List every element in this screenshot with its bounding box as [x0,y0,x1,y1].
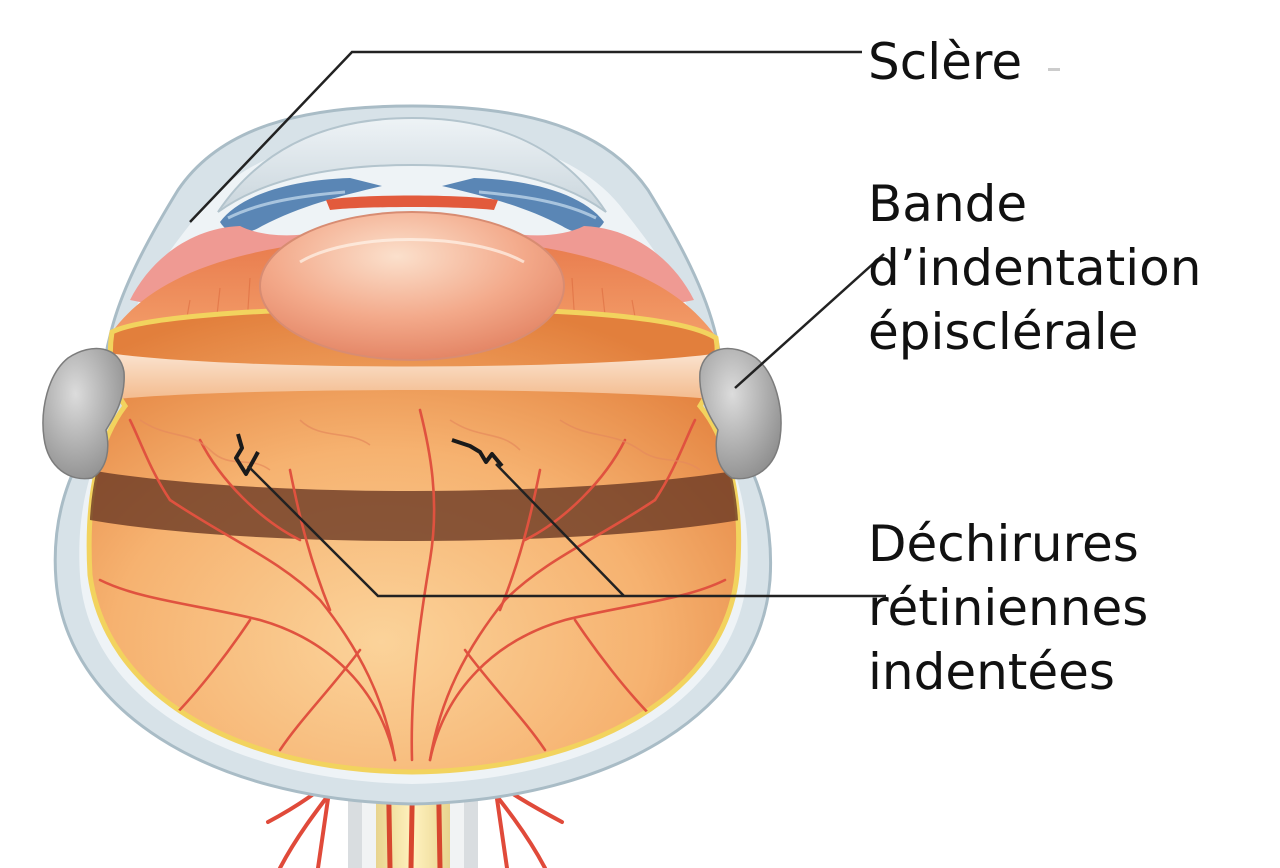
label-buckle-band-line-2: d’indentation [868,239,1202,297]
leader-line-tear-left [247,465,886,598]
leader-line-tear-right [495,463,625,597]
label-buckle-band-line-3: épisclérale [868,303,1139,361]
label-retinal-tears-line-3: indentées [868,643,1115,701]
label-buckle-band: Bande d’indentation épisclérale [868,172,1201,364]
label-buckle-band-line-1: Bande [868,175,1028,233]
lens [259,211,565,361]
buckle-ridge [90,350,739,402]
buckle-band-left [42,347,125,480]
leader-line-band [734,253,885,389]
retinal-tear-right [451,438,504,468]
leader-line-sclera [189,50,862,223]
label-retinal-tears: Déchirures rétiniennes indentées [868,512,1148,704]
leader-lines [189,50,886,598]
label-retinal-tears-line-1: Déchirures [868,515,1139,573]
label-retinal-tears-line-2: rétiniennes [868,579,1149,637]
label-sclera-text: Sclère [868,33,1023,91]
label-sclera: Sclère [868,30,1022,94]
buckle-band-right [699,347,782,480]
cornea [217,116,607,213]
